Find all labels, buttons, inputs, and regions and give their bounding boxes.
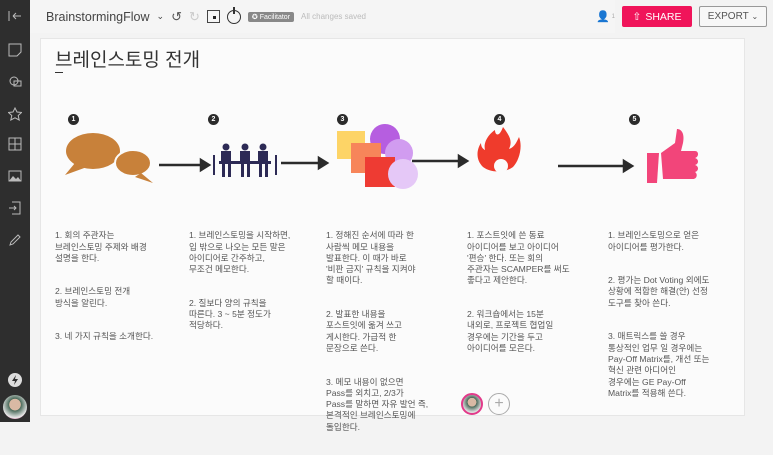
star-icon[interactable] xyxy=(5,104,25,124)
heading-underline xyxy=(55,72,63,73)
save-status: All changes saved xyxy=(301,12,366,21)
note-item: 1. 브레인스토밍을 시작하면, 입 밖으로 나오는 모든 말은 아이디어로 간… xyxy=(189,230,291,275)
shapes-collage-icon xyxy=(337,124,418,189)
note-item: 2. 브레인스토밍 전개 방식을 알린다. xyxy=(55,286,131,308)
note-item: 1. 포스트잇에 쓴 동료 아이디어를 보고 아이디어 '편승' 한다. 또는 … xyxy=(467,230,570,286)
note-item: 3. 매트릭스를 쓸 경우 통상적인 업무 일 경우에는 Pay-Off Mat… xyxy=(608,331,710,398)
user-count: 1 xyxy=(611,13,615,20)
note-item: 1. 회의 주관자는 브레인스토밍 주제와 배경 설명을 한다. xyxy=(55,230,147,263)
note-item: 2. 질보다 양의 규칙을 따른다. 3 ~ 5분 정도가 적당하다. xyxy=(189,297,271,331)
share-label: SHARE xyxy=(645,10,682,23)
redo-icon[interactable]: ↻ xyxy=(188,8,200,24)
arrow-icon xyxy=(159,153,635,174)
export-label: EXPORT xyxy=(707,11,749,22)
import-icon[interactable] xyxy=(5,198,25,218)
note-item: 3. 메모 내용이 없으면 Pass를 외치고, 2/3가 Pass를 말하면 … xyxy=(326,376,429,432)
board-title[interactable]: BrainstormingFlow xyxy=(46,9,150,24)
note-item: 2. 발표한 내용을 포스트잇에 옮겨 쓰고 게시한다. 가급적 한 문장으로 … xyxy=(326,309,402,353)
step-3-notes: 1. 정해진 순서에 따라 한 사람씩 메모 내용을 발표한다. 이 때가 바로… xyxy=(326,219,454,455)
step-1-notes: 1. 회의 주관자는 브레인스토밍 주제와 배경 설명을 한다. 2. 브레인스… xyxy=(55,219,183,365)
chevron-down-icon[interactable]: ⌄ xyxy=(156,11,165,21)
flow-diagram xyxy=(65,124,698,189)
step-2-notes: 1. 브레인스토밍을 시작하면, 입 밖으로 나오는 모든 말은 아이디어로 간… xyxy=(189,219,317,354)
facilitator-label: Facilitator xyxy=(259,13,291,21)
participant-avatar[interactable] xyxy=(461,393,483,415)
step-number: 5 xyxy=(629,114,640,125)
step-number: 1 xyxy=(68,114,79,125)
meeting-icon xyxy=(213,143,277,177)
note-item: 1. 브레인스토밍으로 얻은 아이디어를 평가한다. xyxy=(608,230,700,252)
sidebar xyxy=(0,0,30,422)
note-item: 2. 평가는 Dot Voting 외에도 상황에 적합한 해결(안) 선정 도… xyxy=(608,275,710,308)
speech-bubbles-icon xyxy=(65,133,153,183)
export-button[interactable]: EXPORT ⌄ xyxy=(699,6,767,27)
timer-icon[interactable] xyxy=(226,6,241,24)
user-avatar[interactable] xyxy=(3,395,27,419)
shapes-icon[interactable] xyxy=(5,72,25,92)
share-button[interactable]: ⇧SHARE xyxy=(622,6,692,27)
image-icon[interactable] xyxy=(5,166,25,186)
note-item: 1. 정해진 순서에 따라 한 사람씩 메모 내용을 발표한다. 이 때가 바로… xyxy=(326,230,416,286)
frame-icon[interactable] xyxy=(206,10,220,23)
board-heading: 브레인스토밍 전개 xyxy=(55,50,201,71)
thumbs-up-icon xyxy=(647,129,698,183)
note-item: 3. 네 가지 규칙을 소개한다. xyxy=(55,331,154,342)
upload-icon: ⇧ xyxy=(632,10,642,23)
step-5-notes: 1. 브레인스토밍으로 얻은 아이디어를 평가한다. 2. 평가는 Dot Vo… xyxy=(608,219,736,421)
exit-icon[interactable] xyxy=(5,6,25,26)
add-participant-button[interactable]: + xyxy=(488,393,510,415)
step-4-notes: 1. 포스트잇에 쓴 동료 아이디어를 보고 아이디어 '편승' 한다. 또는 … xyxy=(467,219,595,377)
lightning-icon[interactable] xyxy=(5,370,25,390)
note-item: 2. 워크숍에서는 15분 내외로, 프로젝트 협업일 경우에는 기간을 두고 … xyxy=(467,309,554,353)
fire-icon xyxy=(477,127,521,173)
user-icon: 👤 xyxy=(595,11,610,23)
top-bar: BrainstormingFlow ⌄ ↺ ↻ ✪ Facilitator Al… xyxy=(30,0,615,33)
chevron-down-icon: ⌄ xyxy=(751,12,759,21)
board-canvas[interactable]: 브레인스토밍 전개 1 2 3 4 5 1. 회의 주관자는 브레인스토밍 주제… xyxy=(40,38,745,432)
step-number: 3 xyxy=(337,114,348,125)
grid-icon[interactable] xyxy=(5,134,25,154)
step-number: 4 xyxy=(494,114,505,125)
facilitator-badge[interactable]: ✪ Facilitator xyxy=(247,11,295,22)
pen-icon[interactable] xyxy=(5,230,25,250)
step-number: 2 xyxy=(208,114,219,125)
undo-icon[interactable]: ↺ xyxy=(171,8,182,24)
sticky-note-icon[interactable] xyxy=(5,40,25,60)
